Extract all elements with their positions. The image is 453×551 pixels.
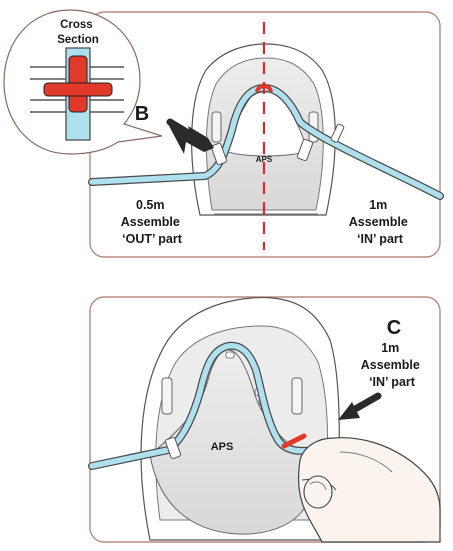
pointer-arrow-icon (338, 392, 382, 420)
tube-clip-icon (164, 351, 307, 460)
step-label: 1m Assemble ‘IN’ part (361, 341, 424, 389)
callout-title: Cross Section (57, 19, 99, 46)
cross-section-callout: Cross Section B (3, 9, 163, 155)
tube-bottom (88, 341, 324, 470)
step-letter: C (387, 317, 401, 339)
callout-letter: B (135, 103, 149, 125)
mask-logo: APS (211, 441, 234, 453)
top-panel: APS 0.5m Assemble ‘OUT’ part 1m Assemble… (88, 11, 444, 258)
mask-bottom (140, 297, 340, 541)
left-label: 0.5m Assemble ‘OUT’ part (121, 198, 184, 246)
pointer-arrow-icon (166, 118, 214, 154)
right-label: 1m Assemble ‘IN’ part (349, 198, 412, 246)
mask-logo: APS (256, 155, 273, 164)
tube-clip-icon (43, 55, 113, 113)
bottom-panel: APS C 1m Assemble ‘IN’ part (88, 296, 441, 543)
tube-clip-icon (210, 123, 345, 166)
hand-icon (298, 437, 441, 543)
